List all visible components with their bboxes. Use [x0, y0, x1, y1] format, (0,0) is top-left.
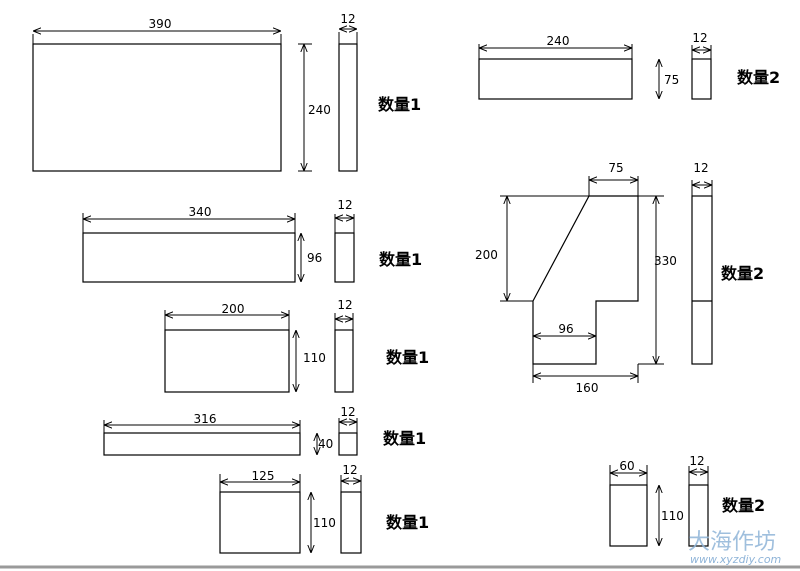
- part-7-top-label: 75: [608, 161, 623, 175]
- part-6-thick-label: 12: [692, 31, 707, 45]
- part-4-height-label: 40: [318, 437, 333, 451]
- part-3-face: [164, 329, 290, 393]
- part-7-bottom-label: 160: [576, 381, 599, 395]
- part-5: 125 110 12 数量1: [219, 463, 429, 554]
- part-3: 200 110 12 数量1: [164, 298, 429, 393]
- part-4-quantity: 数量1: [383, 429, 426, 448]
- part-2-edge: [334, 232, 355, 283]
- part-7-right-label: 330: [654, 254, 677, 268]
- part-5-height-label: 110: [313, 516, 336, 530]
- part-8-width-label: 60: [619, 459, 634, 473]
- part-8: 60 110 12 数量2: [609, 454, 765, 547]
- part-5-edge: [340, 491, 362, 554]
- part-1-width-label: 390: [149, 17, 172, 31]
- part-7-inner-label: 96: [558, 322, 573, 336]
- part-7-quantity: 数量2: [721, 264, 764, 283]
- part-7-face: [532, 195, 639, 365]
- part-1-thick-label: 12: [340, 12, 355, 26]
- part-5-width-label: 125: [252, 469, 275, 483]
- part-1-edge: [338, 43, 358, 172]
- part-5-thick-label: 12: [342, 463, 357, 477]
- part-3-height-label: 110: [303, 351, 326, 365]
- part-2-width-label: 340: [189, 205, 212, 219]
- part-8-face: [609, 484, 648, 547]
- part-4: 316 40 12 数量1: [103, 405, 426, 456]
- part-8-quantity: 数量2: [722, 496, 765, 515]
- part-2: 340 96 12 数量1: [82, 198, 422, 283]
- part-2-thick-label: 12: [337, 198, 352, 212]
- part-1-height-label: 240: [308, 103, 331, 117]
- part-4-thick-label: 12: [340, 405, 355, 419]
- part-3-edge: [334, 329, 354, 393]
- watermark-text: 大海作坊: [688, 530, 776, 555]
- part-6-face: [478, 58, 633, 100]
- part-5-face: [219, 491, 301, 554]
- part-6: 240 75 12 数量2: [478, 31, 780, 100]
- part-7-thick-label: 12: [693, 161, 708, 175]
- part-3-quantity: 数量1: [386, 348, 429, 367]
- watermark-url: www.xyzdiy.com: [690, 553, 781, 566]
- part-4-edge: [338, 432, 358, 456]
- part-3-thick-label: 12: [337, 298, 352, 312]
- part-8-thick-label: 12: [689, 454, 704, 468]
- part-4-width-label: 316: [194, 412, 217, 426]
- part-4-face: [103, 432, 301, 456]
- part-6-height-label: 75: [664, 73, 679, 87]
- part-7-left-label: 200: [475, 248, 498, 262]
- part-2-height-label: 96: [307, 251, 322, 265]
- part-6-quantity: 数量2: [737, 68, 780, 87]
- part-6-width-label: 240: [547, 34, 570, 48]
- part-2-face: [82, 232, 296, 283]
- part-5-quantity: 数量1: [386, 513, 429, 532]
- watermark: 大海作坊 www.xyzdiy.com: [688, 530, 781, 566]
- part-1: 390 240 12 数量1: [32, 12, 421, 172]
- part-6-edge: [691, 58, 712, 100]
- part-8-edge: [688, 484, 709, 547]
- part-7-edge: [691, 195, 713, 365]
- part-2-quantity: 数量1: [379, 250, 422, 269]
- part-1-face: [32, 43, 282, 172]
- part-7: 75 200 330 96 160 12 数量2: [475, 161, 764, 395]
- part-8-height-label: 110: [661, 509, 684, 523]
- part-1-quantity: 数量1: [378, 95, 421, 114]
- part-3-width-label: 200: [222, 302, 245, 316]
